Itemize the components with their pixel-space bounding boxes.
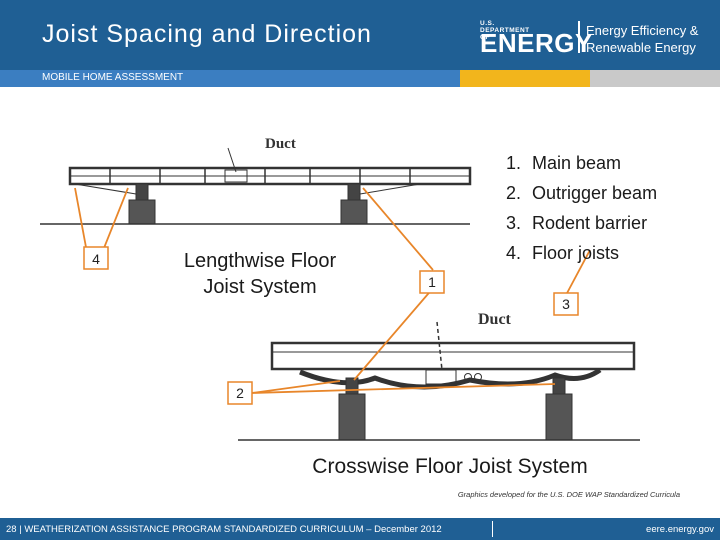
legend-item: 2. Outrigger beam — [506, 178, 657, 208]
lengthwise-caption-line2: Joist System — [203, 276, 317, 298]
footer-website: eere.energy.gov — [646, 524, 714, 535]
legend-item: 4. Floor joists — [506, 238, 657, 268]
crosswise-drawing — [238, 321, 640, 441]
beam-top-left — [135, 183, 149, 201]
duct-label-bottom: Duct — [478, 311, 512, 328]
duct-pointer-top — [227, 147, 237, 173]
callout-2-line — [251, 383, 556, 394]
beam-bottom-left — [345, 377, 359, 395]
floor-joist-diagram: Duct Duct 4 1 3 2 — [40, 136, 640, 441]
pipe-circle — [474, 373, 482, 381]
callout-badge-1: 1 — [419, 270, 445, 294]
logo-divider — [578, 21, 580, 53]
footer-divider — [492, 521, 493, 537]
footer-text: 28 | WEATHERIZATION ASSISTANCE PROGRAM S… — [6, 524, 442, 535]
logo-eere-line2: Renewable Energy — [586, 40, 696, 55]
lengthwise-drawing — [40, 147, 472, 225]
logo-department-text: U.S. DEPARTMENT OF — [480, 20, 530, 41]
lengthwise-caption: Lengthwise Floor Joist System — [150, 248, 370, 300]
duct-box-bottom — [425, 369, 457, 385]
callout-3-line — [565, 249, 591, 296]
subtitle-bar-blue — [0, 70, 460, 87]
callout-badge-3: 3 — [553, 292, 579, 316]
outrigger-strut — [359, 183, 421, 195]
crosswise-caption: Crosswise Floor Joist System — [312, 455, 588, 478]
pier-bottom-right — [545, 393, 573, 441]
slide-title: Joist Spacing and Direction — [42, 20, 372, 48]
beam-top-right — [347, 183, 361, 201]
legend-label: Outrigger beam — [532, 183, 658, 203]
pier-top-right — [340, 199, 368, 225]
legend-number: 3. — [506, 213, 522, 233]
legend-item: 3. Rodent barrier — [506, 208, 657, 238]
section-subtitle: MOBILE HOME ASSESSMENT — [42, 72, 184, 83]
pier-bottom-left — [338, 393, 366, 441]
duct-pointer-bottom — [436, 321, 443, 371]
legend-item: 1. Main beam — [506, 148, 657, 178]
logo-energy-text: ENERGY — [480, 28, 593, 58]
lengthwise-caption-line1: Lengthwise Floor — [183, 250, 337, 272]
callout-2-text: 2 — [236, 385, 244, 401]
subtitle-bar — [0, 70, 720, 87]
legend-number: 1. — [506, 153, 522, 173]
callout-1-line — [362, 187, 434, 271]
callout-badge-4: 4 — [83, 246, 109, 270]
graphics-credit: Graphics developed for the U.S. DOE WAP … — [457, 490, 680, 499]
subtitle-bar-gold — [460, 70, 590, 87]
beam-bottom-right — [552, 377, 566, 395]
callout-4-text: 4 — [92, 251, 100, 267]
callout-3-text: 3 — [562, 296, 570, 312]
legend-number: 2. — [506, 183, 522, 203]
footer-bar — [0, 518, 720, 540]
legend-label: Floor joists — [532, 243, 620, 263]
legend-number: 4. — [506, 243, 522, 263]
legend-label: Rodent barrier — [532, 213, 648, 233]
logo-eere-line1: Energy Efficiency & — [586, 23, 699, 38]
legend-list: 1. Main beam 2. Outrigger beam 3. Rodent ba… — [506, 148, 657, 268]
callout-1-line — [353, 279, 441, 381]
callout-badge-2: 2 — [227, 381, 253, 405]
crosswise-floor-frame — [270, 341, 636, 371]
pier-top-left — [128, 199, 156, 225]
duct-box-top — [224, 169, 248, 183]
callout-1-text: 1 — [428, 274, 436, 290]
pipe-circle — [464, 373, 472, 381]
callout-2-line — [251, 380, 341, 394]
header-bar — [0, 0, 720, 70]
legend-label: Main beam — [532, 153, 622, 173]
duct-label-top: Duct — [265, 136, 296, 152]
subtitle-bar-gray — [590, 70, 720, 87]
